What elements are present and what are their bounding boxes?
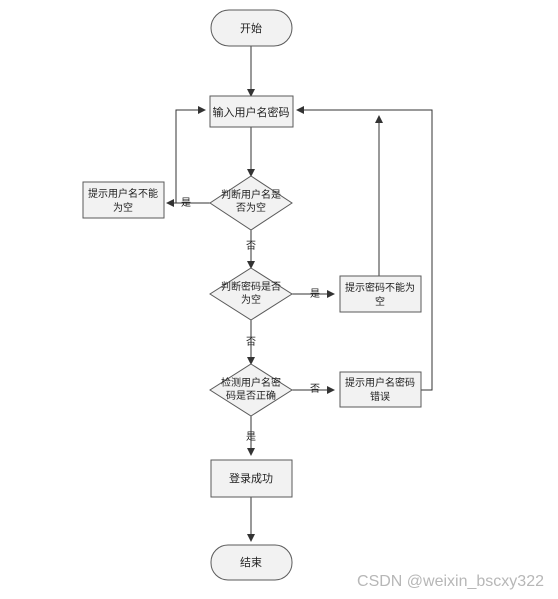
prompt-password-line1: 提示密码不能为: [345, 281, 415, 294]
login-success-node: 登录成功: [210, 459, 293, 498]
prompt-username-line1: 提示用户名不能: [88, 187, 158, 200]
check-username-decision: 判断用户名是 否为空: [209, 175, 293, 231]
check-password-decision: 判断密码是否 为空: [209, 267, 293, 321]
end-node: 结束: [210, 544, 293, 581]
verify-line1: 检测用户名密: [221, 376, 281, 389]
prompt-error-line2: 错误: [370, 390, 390, 403]
check-password-line1: 判断密码是否: [221, 280, 281, 293]
check-username-line2: 否为空: [236, 201, 266, 214]
prompt-username-line2: 为空: [113, 201, 133, 214]
arrow-loop-user-empty: [175, 106, 206, 203]
end-label: 结束: [240, 556, 262, 569]
edge-label-user-no: 否: [246, 240, 256, 252]
connectors: [166, 46, 433, 542]
edge-label-verify-no: 否: [310, 383, 320, 395]
input-node: 输入用户名密码: [209, 95, 294, 128]
check-password-line2: 为空: [241, 293, 261, 306]
start-node: 开始: [210, 9, 293, 47]
input-label: 输入用户名密码: [213, 105, 290, 119]
edge-label-pwd-yes: 是: [310, 288, 320, 300]
check-username-line1: 判断用户名是: [221, 188, 281, 201]
prompt-username-empty-node: 提示用户名不能 为空: [82, 181, 165, 219]
watermark: CSDN @weixin_bscxy322: [357, 573, 544, 590]
edge-label-pwd-no: 否: [246, 336, 256, 348]
verify-line2: 码是否正确: [226, 389, 276, 402]
success-label: 登录成功: [229, 471, 273, 485]
start-label: 开始: [240, 21, 262, 35]
edge-label-user-yes: 是: [181, 197, 191, 209]
edge-label-verify-yes: 是: [246, 431, 256, 443]
prompt-password-empty-node: 提示密码不能为 空: [339, 275, 422, 313]
arrow-loop-wrong: [296, 106, 433, 391]
prompt-error-line1: 提示用户名密码: [345, 376, 415, 389]
prompt-password-line2: 空: [375, 295, 385, 308]
prompt-credentials-error-node: 提示用户名密码 错误: [339, 371, 422, 408]
verify-credentials-decision: 检测用户名密 码是否正确: [209, 363, 293, 417]
